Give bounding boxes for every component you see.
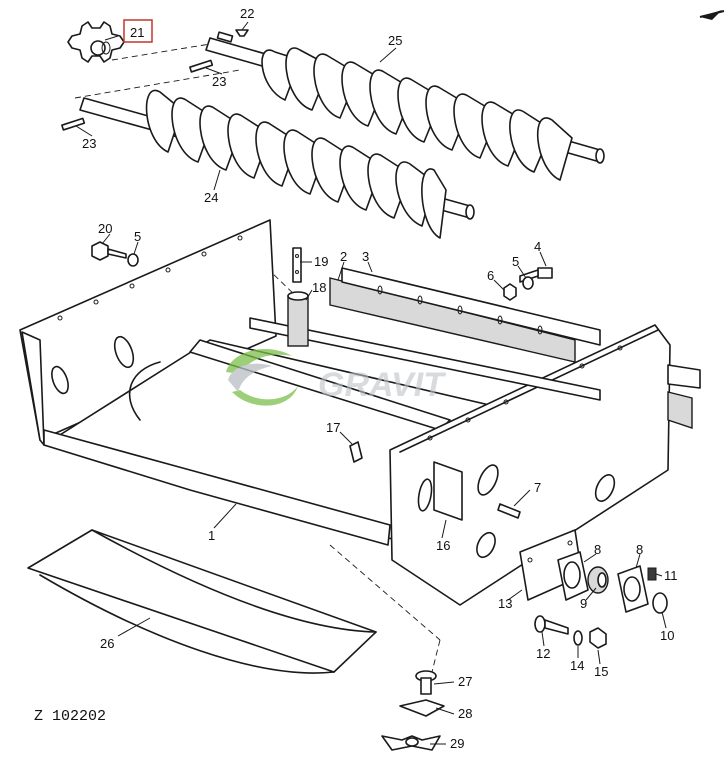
trough-cover-26 bbox=[27, 529, 377, 674]
callout-27: 27 bbox=[458, 674, 472, 689]
pin-23-lower bbox=[61, 117, 86, 131]
callout-21: 21 bbox=[130, 25, 144, 40]
callout-13: 13 bbox=[498, 596, 512, 611]
callout-3: 3 bbox=[362, 249, 369, 264]
bolt-12 bbox=[534, 615, 569, 635]
callout-12: 12 bbox=[536, 646, 550, 661]
callout-6: 6 bbox=[487, 268, 494, 283]
screw-7 bbox=[497, 503, 521, 519]
callout-7: 7 bbox=[534, 480, 541, 495]
bearing-9 bbox=[587, 566, 609, 594]
flange-8-left bbox=[557, 551, 589, 601]
callout-23-lower: 23 bbox=[82, 136, 96, 151]
callout-25: 25 bbox=[388, 33, 402, 48]
flange-8-right bbox=[617, 565, 649, 613]
bracket-16 bbox=[433, 461, 463, 521]
watermark-logo: GRAVIT bbox=[226, 349, 447, 406]
corner-arrow-icon bbox=[699, 10, 725, 20]
wing-nut-29 bbox=[381, 735, 441, 751]
wing-clip-28 bbox=[399, 699, 445, 717]
leader-lines bbox=[75, 21, 667, 745]
highlight-box bbox=[123, 19, 153, 43]
washer-14 bbox=[573, 630, 583, 646]
callout-8-left: 8 bbox=[594, 542, 601, 557]
callout-19: 19 bbox=[314, 254, 328, 269]
callout-29: 29 bbox=[450, 736, 464, 751]
sprocket-part bbox=[67, 21, 125, 63]
callout-28: 28 bbox=[458, 706, 472, 721]
callout-4: 4 bbox=[534, 239, 541, 254]
callout-15: 15 bbox=[594, 664, 608, 679]
callout-9: 9 bbox=[580, 596, 587, 611]
upper-auger bbox=[205, 31, 605, 181]
callout-23-upper: 23 bbox=[212, 74, 226, 89]
bushing-18 bbox=[287, 291, 309, 347]
callout-22: 22 bbox=[240, 6, 254, 21]
callout-10: 10 bbox=[660, 628, 674, 643]
drawing-code: Z 102202 bbox=[34, 708, 106, 725]
nut-6 bbox=[503, 283, 517, 301]
auger-housing-frame bbox=[19, 219, 701, 606]
callout-1: 1 bbox=[208, 528, 215, 543]
callout-2: 2 bbox=[340, 249, 347, 264]
bolt-20 bbox=[91, 241, 127, 261]
callout-8-right: 8 bbox=[636, 542, 643, 557]
wear-strip-2 bbox=[329, 267, 601, 363]
clip-17 bbox=[349, 441, 363, 463]
setscrew-11 bbox=[647, 567, 657, 581]
callout-26: 26 bbox=[100, 636, 114, 651]
pin-22 bbox=[235, 29, 249, 37]
washer-5-right bbox=[522, 276, 534, 290]
callout-17: 17 bbox=[326, 420, 340, 435]
lower-auger bbox=[79, 89, 475, 239]
callout-20: 20 bbox=[98, 221, 112, 236]
callout-5-left: 5 bbox=[134, 229, 141, 244]
callout-18: 18 bbox=[312, 280, 326, 295]
callout-14: 14 bbox=[570, 658, 584, 673]
callout-5-right: 5 bbox=[512, 254, 519, 269]
bracket-19 bbox=[292, 247, 302, 283]
pin-23-upper bbox=[189, 59, 214, 73]
collar-10 bbox=[652, 592, 668, 614]
callouts: 21 22 23 23 25 24 20 5 19 18 2 3 4 5 6 1… bbox=[82, 6, 678, 751]
callout-24: 24 bbox=[204, 190, 218, 205]
callout-11: 11 bbox=[664, 568, 678, 583]
callout-16: 16 bbox=[436, 538, 450, 553]
nut-15 bbox=[589, 627, 607, 649]
fastener-27 bbox=[415, 670, 437, 695]
washer-5-left bbox=[127, 253, 139, 267]
watermark-text: GRAVIT bbox=[318, 366, 447, 404]
